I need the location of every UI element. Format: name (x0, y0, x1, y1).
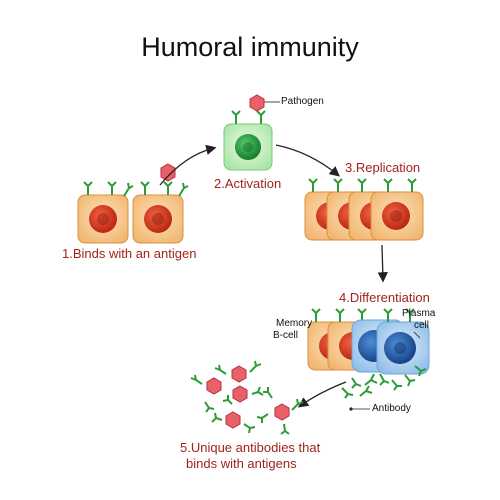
replicated-cells (304, 178, 424, 241)
arrow-replication (275, 144, 341, 177)
step-5-label-line1: 5.Unique antibodies that (180, 440, 321, 455)
antigen-icon (274, 403, 290, 421)
activated-b-cell (223, 94, 280, 171)
antibody-label: Antibody (372, 403, 411, 414)
step-3-label: 3.Replication (345, 160, 421, 175)
memory-b-cell-label-line1: Memory (276, 318, 313, 329)
receptor-icon (83, 181, 134, 197)
stock-strip: 233787331 (486, 0, 500, 500)
replicated-cell (370, 191, 424, 241)
arrow-differentiation (377, 244, 388, 283)
antigen-icon (206, 377, 222, 395)
step-5-label-line2: binds with antigens (186, 456, 297, 471)
antigen-icon (225, 411, 241, 429)
antigen-antibody-complexes (190, 360, 304, 435)
antigen-icon (231, 365, 247, 383)
b-cell-1 (77, 181, 134, 244)
antigen-icon (232, 385, 248, 403)
b-cell-2 (132, 163, 189, 244)
receptor-icon (231, 110, 266, 124)
antigen-icon (160, 163, 176, 182)
plasma-cell-label-line1: Plasma (402, 308, 436, 319)
diagram-title: Humoral immunity (141, 32, 359, 62)
receptor-icon (308, 178, 417, 192)
step-1-label: 1.Binds with an antigen (62, 246, 197, 261)
pathogen-label: Pathogen (281, 96, 324, 107)
pathogen-icon (249, 94, 265, 112)
arrow-antibodies (297, 381, 347, 408)
memory-b-cell-label-line2: B-cell (273, 330, 299, 341)
secreted-antibodies (341, 365, 427, 399)
step-2-label: 2.Activation (214, 176, 282, 191)
plasma-cell-label-line2: cell (414, 320, 430, 331)
step-4-label: 4.Differentiation (339, 290, 430, 305)
receptor-icon (140, 181, 189, 197)
plasma-pointer (413, 331, 421, 339)
receptor-icon (383, 308, 415, 322)
arrow-activation (159, 144, 217, 186)
plasma-cells (351, 308, 430, 375)
